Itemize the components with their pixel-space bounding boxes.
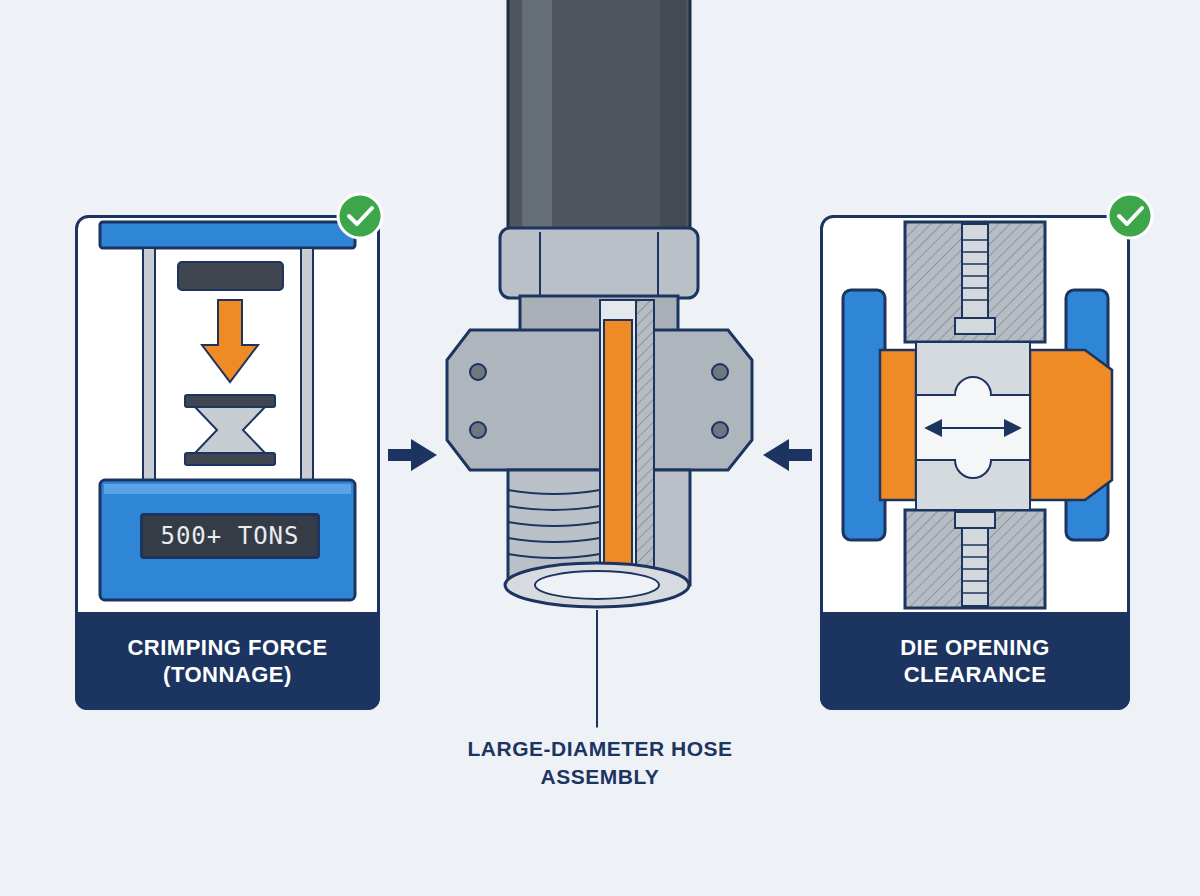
- hose-assembly: LARGE-DIAMETER HOSE ASSEMBLY: [445, 225, 755, 790]
- tonnage-display: 500+ TONS: [140, 513, 320, 559]
- bolt-thread: [962, 240, 988, 300]
- die-half: [916, 460, 1030, 510]
- part-label: LARGE-DIAMETER HOSE ASSEMBLY: [445, 735, 755, 790]
- bolt-hole: [712, 422, 728, 438]
- die-block: [905, 222, 1045, 342]
- hose-tube: [508, 0, 690, 245]
- bolt-head: [955, 318, 995, 334]
- side-block: [1030, 350, 1112, 500]
- bolt-hole: [470, 364, 486, 380]
- die-bolt: [962, 526, 988, 606]
- fitting-mouth: [505, 563, 689, 607]
- die-bolt: [962, 224, 988, 320]
- die-plate: [185, 395, 275, 407]
- collar-facet: [657, 232, 659, 296]
- leader-line: [596, 610, 598, 727]
- check-mark: [349, 208, 372, 224]
- press-column: [301, 248, 313, 482]
- flow-arrow: [388, 449, 411, 461]
- display-readout: 500+ TONS: [160, 522, 299, 550]
- force-arrow: [202, 300, 258, 382]
- cutaway-hatch: [636, 300, 654, 585]
- fitting-collar: [500, 228, 698, 298]
- press-column: [143, 248, 155, 482]
- flow-arrow: [789, 449, 812, 461]
- cutaway-face: [600, 300, 654, 585]
- inner-sleeve: [604, 320, 632, 575]
- process-card: DIE OPENING CLEARANCE: [820, 215, 1130, 710]
- thread-lines: [508, 490, 600, 558]
- upper-platen: [178, 262, 283, 290]
- process-card: CRIMPING FORCE (TONNAGE) 500+ TONS: [75, 215, 380, 710]
- side-block: [880, 350, 916, 500]
- fitting-bore: [535, 571, 659, 599]
- press-base: [100, 480, 355, 600]
- card-label: DIE OPENING CLEARANCE: [820, 612, 1130, 710]
- die-half: [916, 342, 1030, 395]
- die-block: [905, 510, 1045, 608]
- collar-facet: [539, 232, 541, 296]
- bolt-hole: [470, 422, 486, 438]
- bolt-thread: [962, 545, 988, 593]
- die-frame: [843, 290, 885, 540]
- base-highlight: [104, 484, 351, 494]
- check-mark: [1119, 208, 1142, 224]
- clearance-arrow: [926, 427, 1020, 429]
- crimp-die: [195, 407, 265, 453]
- check-badge: [338, 194, 382, 238]
- bolt-head: [955, 512, 995, 528]
- die-plate: [185, 453, 275, 465]
- press-crown: [100, 222, 355, 248]
- card-label: CRIMPING FORCE (TONNAGE): [75, 612, 380, 710]
- die-opening: [916, 342, 1030, 510]
- hose-shade: [660, 0, 686, 240]
- hose-highlight: [522, 0, 552, 240]
- check-badge: [1108, 194, 1152, 238]
- bolt-hole: [712, 364, 728, 380]
